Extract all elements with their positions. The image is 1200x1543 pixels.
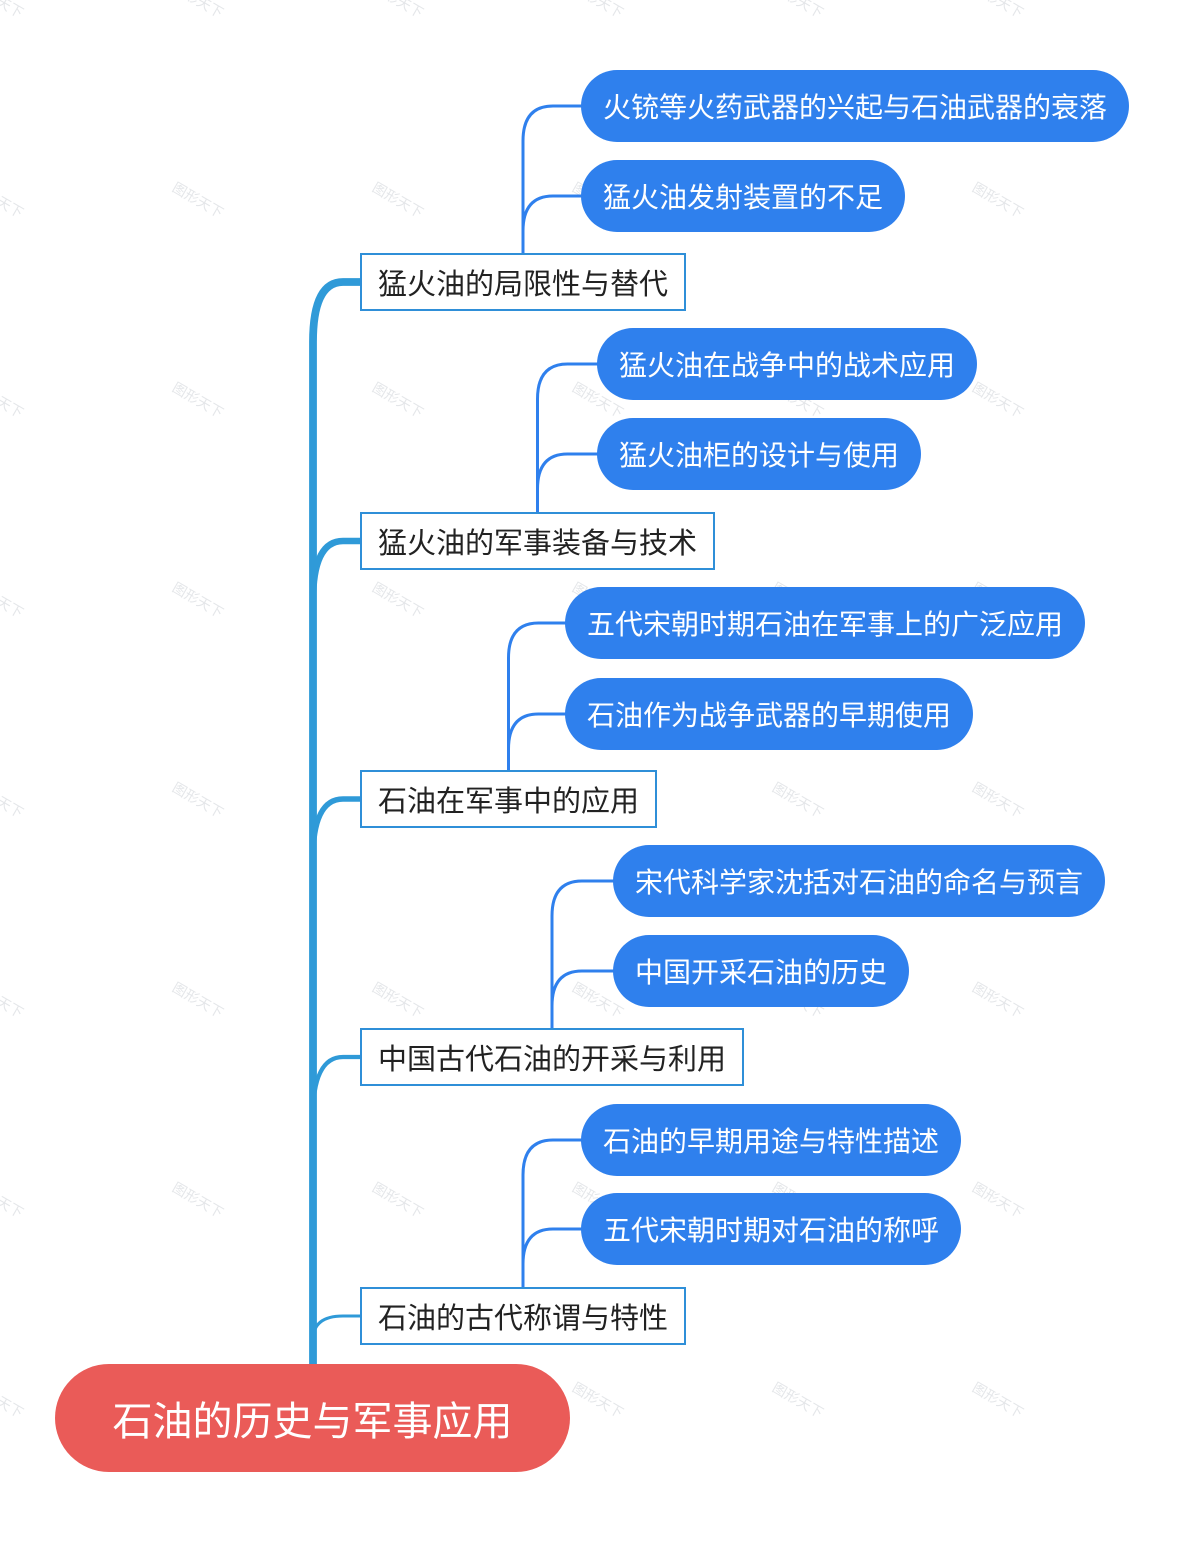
trunk-connector (309, 537, 364, 1368)
leaf-topic-3-2[interactable]: 石油作为战争武器的早期使用 (565, 678, 974, 750)
root-topic-label: 石油的历史与军事应用 (112, 1399, 513, 1445)
branch-topic-label: 中国古代石油的开采与利用 (378, 1042, 727, 1076)
leaf-topic-label: 宋代科学家沈括对石油的命名与预言 (635, 866, 1084, 899)
leaf-connector (521, 1138, 583, 1289)
branch-topic-label: 猛火油的军事装备与技术 (378, 526, 698, 560)
branch-topic-label: 猛火油的局限性与替代 (378, 267, 669, 301)
leaf-topic-label: 五代宋朝时期石油在军事上的广泛应用 (587, 608, 1064, 641)
branch-topic-label: 石油在军事中的应用 (378, 784, 640, 818)
leaf-topic-3-1[interactable]: 五代宋朝时期石油在军事上的广泛应用 (565, 587, 1086, 659)
leaf-connector (521, 1227, 583, 1289)
leaf-connector (507, 621, 567, 772)
branch-topic-4[interactable]: 中国古代石油的开采与利用 (360, 1028, 745, 1086)
branch-topic-5[interactable]: 石油的古代称谓与特性 (360, 1287, 687, 1345)
leaf-topic-label: 石油作为战争武器的早期使用 (587, 699, 952, 732)
leaf-connector (507, 712, 567, 772)
leaf-topic-1-1[interactable]: 火铳等火药武器的兴起与石油武器的衰落 (581, 70, 1130, 142)
leaf-connector (550, 969, 615, 1030)
root-topic[interactable]: 石油的历史与军事应用 (55, 1364, 570, 1472)
branch-topic-3[interactable]: 石油在军事中的应用 (360, 770, 658, 828)
leaf-topic-4-2[interactable]: 中国开采石油的历史 (613, 935, 910, 1007)
trunk-connector (310, 796, 363, 1367)
leaf-topic-label: 火铳等火药武器的兴起与石油武器的衰落 (603, 91, 1108, 124)
leaf-connector (536, 452, 599, 514)
leaf-topic-label: 猛火油发射装置的不足 (603, 181, 884, 214)
leaf-topic-label: 猛火油在战争中的战术应用 (619, 349, 956, 382)
leaf-topic-label: 中国开采石油的历史 (635, 956, 888, 989)
branch-topic-1[interactable]: 猛火油的局限性与替代 (360, 253, 687, 311)
trunk-connector (311, 1314, 362, 1366)
leaf-topic-5-1[interactable]: 石油的早期用途与特性描述 (581, 1104, 962, 1176)
leaf-connector (550, 879, 615, 1030)
leaf-topic-label: 石油的早期用途与特性描述 (603, 1125, 940, 1158)
branch-topic-2[interactable]: 猛火油的军事装备与技术 (360, 512, 716, 570)
branch-topic-label: 石油的古代称谓与特性 (378, 1301, 669, 1335)
leaf-connector (536, 362, 599, 514)
leaf-topic-4-1[interactable]: 宋代科学家沈括对石油的命名与预言 (613, 845, 1106, 917)
trunk-connector (309, 278, 364, 1368)
leaf-topic-2-1[interactable]: 猛火油在战争中的战术应用 (597, 328, 978, 400)
leaf-topic-2-2[interactable]: 猛火油柜的设计与使用 (597, 418, 922, 490)
leaf-topic-5-2[interactable]: 五代宋朝时期对石油的称呼 (581, 1193, 962, 1265)
leaf-topic-label: 猛火油柜的设计与使用 (619, 439, 900, 472)
leaf-topic-label: 五代宋朝时期对石油的称呼 (603, 1214, 940, 1247)
leaf-connector (521, 104, 583, 255)
trunk-connector (310, 1054, 363, 1367)
leaf-connector (521, 194, 583, 255)
leaf-topic-1-2[interactable]: 猛火油发射装置的不足 (581, 160, 906, 232)
